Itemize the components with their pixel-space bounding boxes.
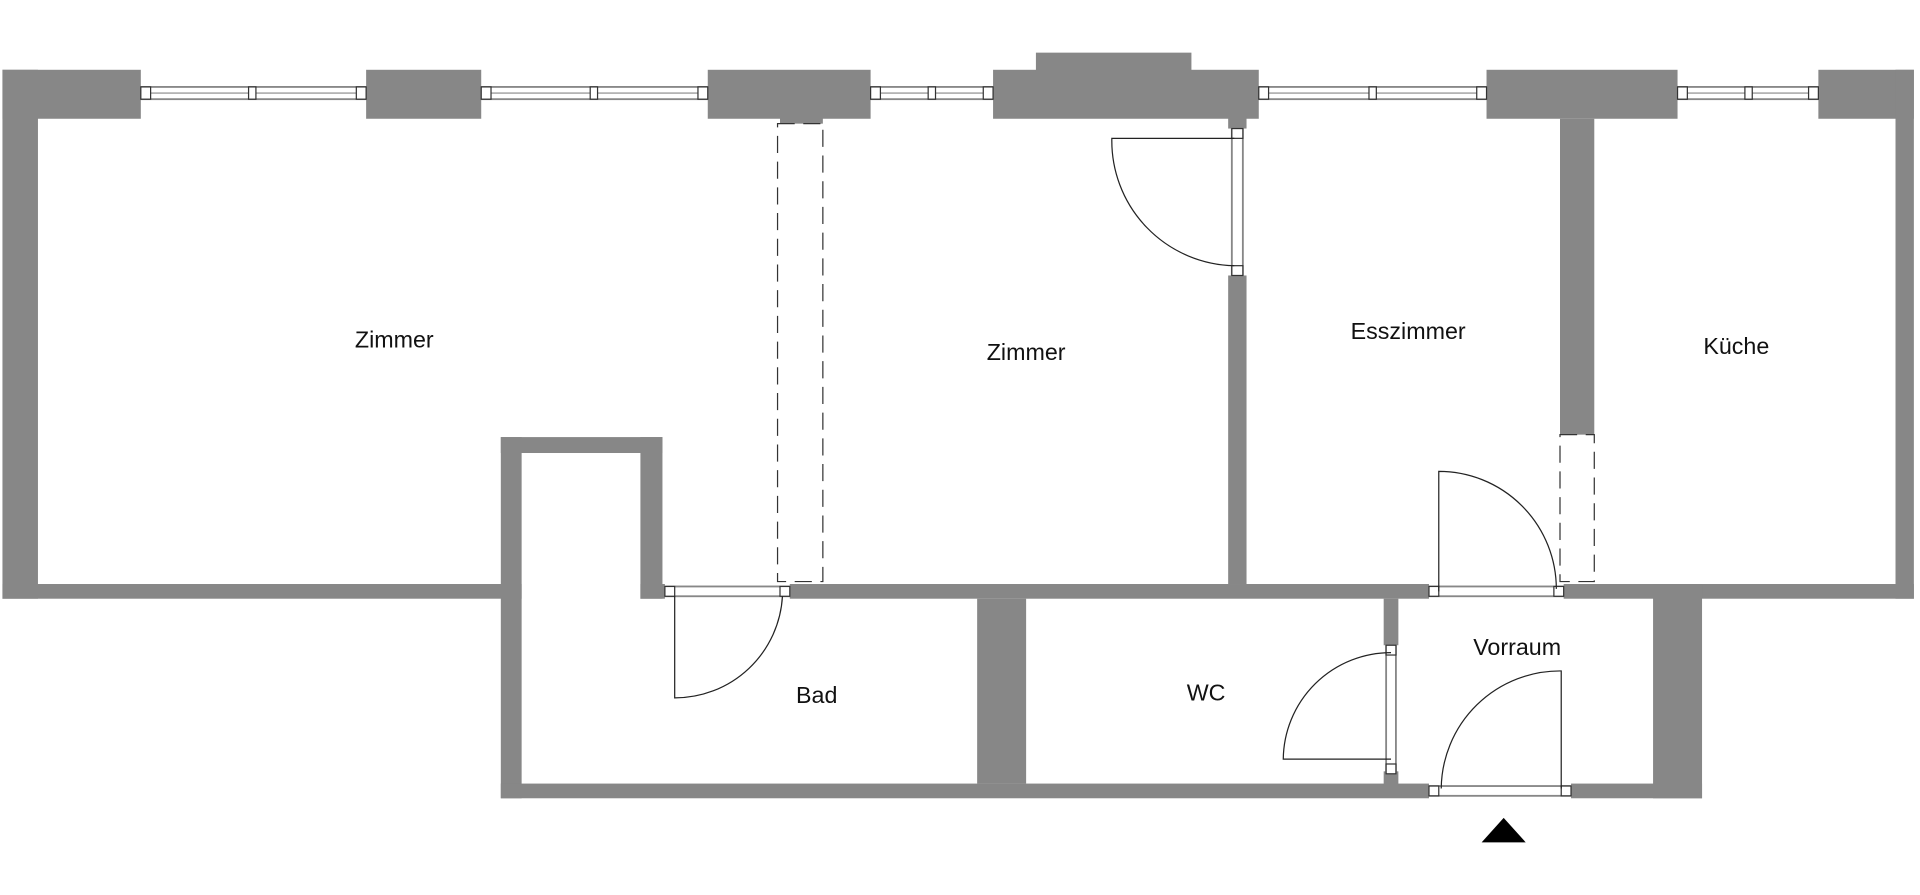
door-wc <box>1282 644 1397 775</box>
door-entrance <box>1428 670 1572 797</box>
window <box>1676 86 1820 101</box>
door-bad <box>663 585 791 699</box>
door-zimmer-esszimmer <box>1111 127 1244 277</box>
room-label-bad: Bad <box>796 682 837 708</box>
room-label-esszimmer: Esszimmer <box>1351 318 1466 344</box>
openings <box>776 123 1595 583</box>
room-label-zimmer-2: Zimmer <box>987 339 1066 365</box>
wall-opening-kueche <box>1559 434 1595 583</box>
door-esszimmer-vorraum <box>1428 470 1565 598</box>
window <box>869 86 994 101</box>
windows <box>139 86 1820 101</box>
window <box>480 86 709 101</box>
window <box>1257 86 1488 101</box>
walls <box>2 52 1914 799</box>
room-label-wc: WC <box>1187 679 1226 705</box>
room-label-vorraum: Vorraum <box>1473 634 1561 660</box>
window <box>139 86 368 101</box>
room-label-zimmer-1: Zimmer <box>355 327 434 353</box>
doors <box>663 127 1572 797</box>
room-label-kueche: Küche <box>1703 333 1769 359</box>
triangle-up-icon <box>1481 817 1526 843</box>
wall-opening-zimmer <box>776 123 824 583</box>
